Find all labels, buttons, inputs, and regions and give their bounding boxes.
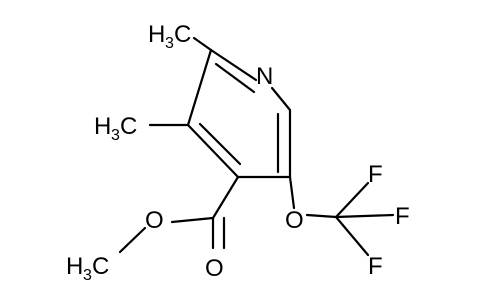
bond-carbonyl-o-single — [170, 216, 215, 224]
atom-label-f-top: F — [368, 161, 383, 188]
methyl-c: C — [120, 113, 137, 140]
bond-cf3-f-mid — [334, 213, 395, 219]
bond-o-methyl — [118, 226, 147, 254]
bond-ether-o-cf3 — [305, 213, 338, 219]
bond-c2-c3 — [186, 48, 213, 127]
substituent-bonds — [118, 36, 395, 257]
methyl-h: H — [94, 113, 111, 140]
methyl-label-ester: H 3 C — [66, 253, 109, 284]
atom-label-ester-o: O — [145, 207, 164, 234]
bond-c5-ether-o — [288, 175, 296, 210]
methyl-c: C — [92, 253, 109, 280]
methyl-h: H — [148, 21, 165, 48]
bond-n1-c2 — [209, 48, 258, 82]
bond-n1-c2-inner — [214, 62, 256, 94]
methyl-label-c3: H 3 C — [94, 113, 137, 144]
atom-label-f-mid: F — [395, 203, 410, 230]
methyl-h: H — [66, 253, 83, 280]
bond-c3-c4 — [186, 123, 240, 179]
atom-label-carbonyl-o: O — [205, 255, 224, 282]
bond-cf3-f-top — [334, 181, 370, 219]
bond-c3-c4-inner — [198, 122, 242, 166]
methyl-count: 3 — [165, 35, 174, 52]
bond-cf3-f-bot — [334, 215, 370, 257]
atom-label-ether-o: O — [285, 207, 304, 234]
atom-label-f-bot: F — [368, 253, 383, 280]
bond-c4-carbonyl — [211, 175, 240, 220]
atom-label-n: N — [256, 63, 273, 90]
pyridine-ring — [186, 48, 292, 179]
methyl-count: 3 — [83, 267, 92, 284]
methyl-c: C — [174, 21, 191, 48]
bond-c6-n1 — [270, 86, 292, 112]
bond-c2-methyl — [192, 36, 213, 52]
methyl-count: 3 — [111, 127, 120, 144]
methyl-label-c2: H 3 C — [148, 21, 191, 52]
